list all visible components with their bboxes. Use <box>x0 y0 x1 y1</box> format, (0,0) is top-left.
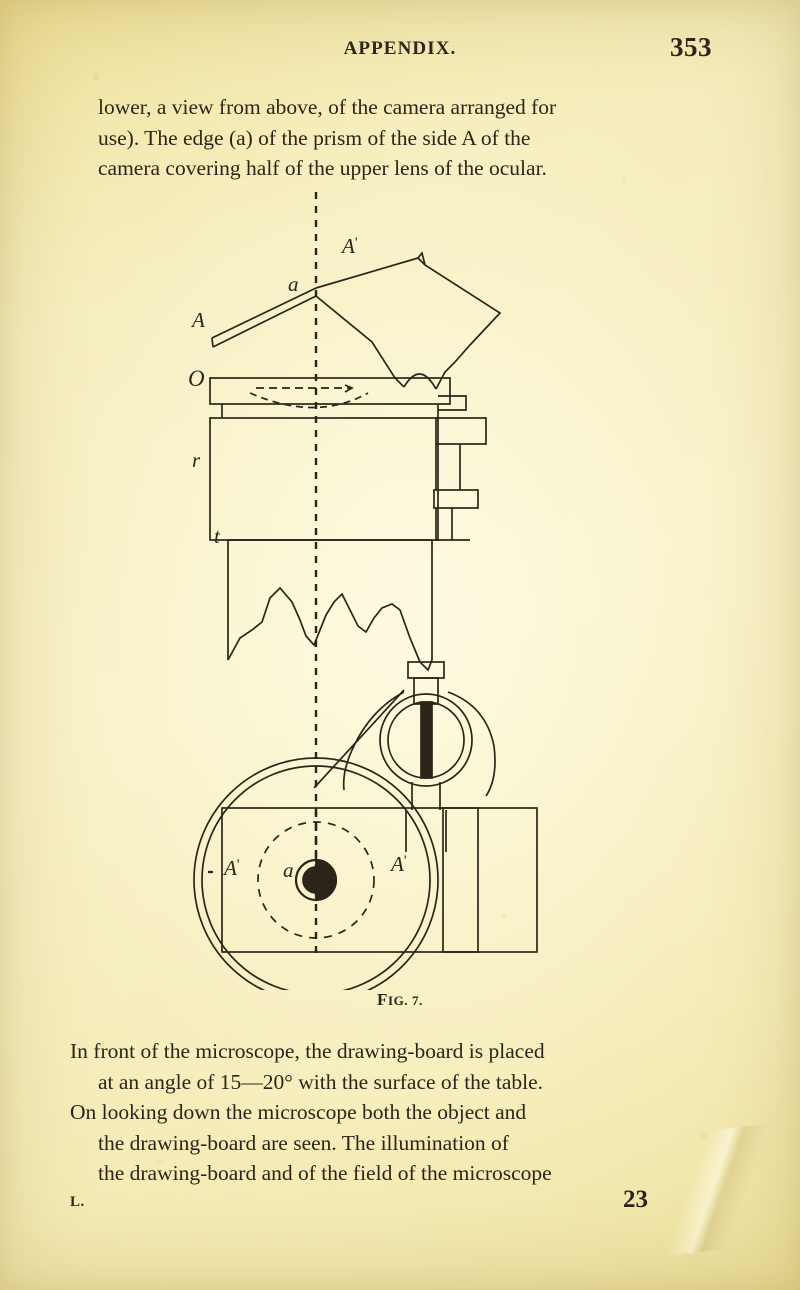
body-tube-broken-edge <box>227 586 433 672</box>
text-line: the drawing-board are seen. The illumina… <box>98 1130 509 1155</box>
figure-label-a-plan: a <box>283 858 294 882</box>
focus-arm-bottom <box>435 508 470 541</box>
camera-saddle-arch <box>403 373 437 390</box>
ocular-lens-curve-dashed <box>249 392 369 409</box>
figure-label-A-left: A <box>192 308 205 332</box>
draw-tube <box>209 417 439 541</box>
running-head: APPENDIX. 353 <box>0 32 800 64</box>
signature-number: 23 <box>623 1186 648 1213</box>
page-footer: L. 23 <box>70 1186 730 1220</box>
body-paragraph-top: lower, a view from above, of the camera … <box>98 92 708 184</box>
page-number: 353 <box>670 32 712 62</box>
ocular-plate <box>209 377 451 405</box>
figure-label-O-ocular: O <box>188 366 205 391</box>
body-paragraph-bottom: In front of the microscope, the drawing-… <box>70 1036 742 1189</box>
ocular-lens-arrow <box>344 384 354 393</box>
lens-cell-outer <box>379 693 473 787</box>
figure-7: a A' A O r t A' a A' <box>0 190 800 990</box>
figure-caption-initial: F <box>376 990 388 1009</box>
signature-mark: L. <box>70 1194 85 1210</box>
text-line: the drawing-board and of the field of th… <box>98 1161 552 1185</box>
figure-label-a-upper: a <box>288 272 299 296</box>
focus-bracket-lower <box>433 489 479 509</box>
camera-ridge <box>417 251 426 266</box>
field-circle-inner <box>201 765 431 990</box>
camera-arm-top-edge <box>211 287 317 339</box>
camera-body-plan <box>221 807 479 953</box>
running-head-title: APPENDIX. <box>343 38 457 59</box>
camera-right-lower-edge <box>435 361 456 390</box>
drawing-board-plan <box>442 807 538 953</box>
focus-bracket-upper <box>435 417 487 445</box>
text-line: On looking down the microscope both the … <box>70 1100 527 1124</box>
plan-pillar-neck <box>413 677 439 705</box>
text-line: camera covering half of the upper lens o… <box>98 156 547 180</box>
prism-hatching <box>317 863 335 893</box>
text-line: at an angle of 15—20° with the surface o… <box>98 1069 544 1094</box>
plan-arm-left <box>342 691 405 791</box>
figure-7-drawing <box>193 192 538 990</box>
prism-bar <box>420 701 433 779</box>
camera-arm-end <box>211 337 214 348</box>
plan-strut <box>313 689 405 789</box>
text-line: In front of the microscope, the drawing-… <box>70 1039 545 1063</box>
figure-label-r-drawtube: r <box>192 448 201 472</box>
plan-pillar-cap <box>407 661 445 679</box>
figure-caption: FIG. 7. <box>0 990 800 1010</box>
camera-lower-edge <box>315 295 405 388</box>
plan-arm-right <box>447 691 496 797</box>
field-circle-outer <box>193 757 439 990</box>
text-line: use). The edge (a) of the prism of the s… <box>98 125 531 150</box>
camera-upper-outline <box>315 257 502 363</box>
side-fitting-top <box>438 395 467 411</box>
figure-caption-text: IG. 7. <box>387 993 423 1008</box>
figure-label-A-prime-upper: A' <box>342 234 358 258</box>
figure-label-A-prime-plan-right: A' <box>391 852 407 876</box>
figure-label-t-bodytube: t <box>214 524 220 548</box>
camera-arm-bottom-edge <box>212 295 317 348</box>
figure-label-A-prime-plan-left: A' <box>224 856 240 880</box>
text-line: lower, a view from above, of the camera … <box>98 95 557 119</box>
